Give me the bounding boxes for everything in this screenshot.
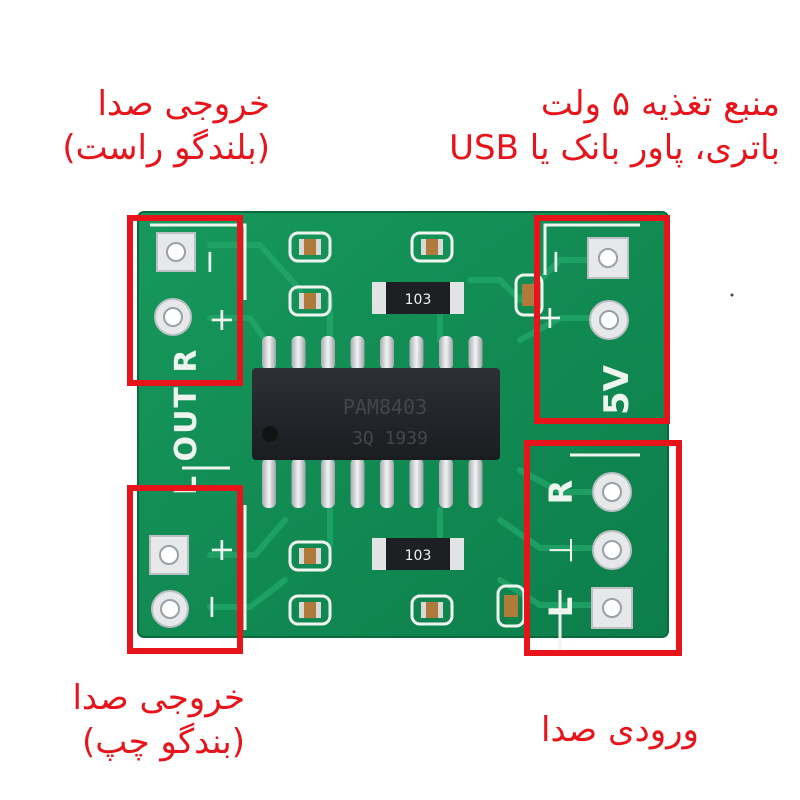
pad-input-r (592, 472, 632, 512)
silk-right-minus: − (190, 249, 228, 276)
pad-power-minus (587, 237, 629, 279)
chip-pin-bottom (468, 458, 483, 508)
capacitor-c6 (288, 594, 332, 626)
capacitor-c4 (514, 273, 544, 317)
chip-marking-2: 3Q 1939 (352, 428, 428, 449)
capacitor-c5 (288, 540, 332, 572)
silkscreen-text: L OUT R − + + − − + 5V R ⊥ L (169, 249, 637, 621)
smd-resistor-bottom: 103 (372, 538, 464, 570)
right-speaker-output-label: خروجی صدا (بلندگو راست) (20, 82, 270, 170)
silk-left-minus: − (192, 594, 230, 621)
capacitor-c7 (410, 594, 454, 626)
power-line1: منبع تغذیه ۵ ولت (540, 84, 780, 124)
pad-right-minus (156, 232, 196, 272)
capacitor-c1 (288, 231, 332, 263)
chip-pin-bottom (380, 458, 394, 508)
silk-power-5v: 5V (597, 364, 637, 415)
chip-pin-top (439, 336, 453, 370)
highlight-power-input (534, 215, 670, 424)
highlight-left-output (127, 485, 243, 654)
chip-pin-bottom (439, 458, 453, 508)
pad-input-l (591, 587, 633, 629)
pam8403-chip: PAM8403 3Q 1939 (252, 336, 500, 508)
chip-pin-bottom (321, 458, 335, 508)
left-output-line1: خروجی صدا (72, 678, 245, 718)
silk-power-minus: − (536, 249, 574, 276)
resistor-top-code: 103 (405, 292, 432, 308)
silk-input-r: R (542, 480, 580, 505)
right-output-line1: خروجی صدا (97, 84, 270, 124)
highlight-boxes (127, 215, 682, 656)
power-supply-label: منبع تغذیه ۵ ولت باتری، پاور بانک یا USB (360, 82, 780, 170)
highlight-audio-input (524, 440, 682, 656)
chip-pin-top (409, 336, 424, 370)
chip-pin-bottom (350, 458, 365, 508)
highlight-right-output (127, 215, 243, 386)
right-output-line2: (بلندگو راست) (62, 128, 270, 169)
chip-pin-top (380, 336, 394, 370)
input-line1: ورودی صدا (541, 710, 699, 750)
smd-resistor-top: 103 (372, 282, 464, 314)
smd-capacitors (288, 231, 544, 628)
silk-out-label: L OUT R (169, 348, 204, 495)
dust-speck (730, 293, 734, 297)
silk-input-ground: ⊥ (542, 536, 580, 564)
solder-pads (149, 232, 633, 629)
chip-pin-top (321, 336, 335, 370)
capacitor-c3 (410, 231, 454, 263)
left-speaker-output-label: خروجی صدا (بندگو چپ) (20, 676, 245, 764)
pad-left-minus (151, 590, 189, 628)
chip-pins-bottom (262, 458, 483, 508)
audio-input-label: ورودی صدا (520, 708, 720, 752)
pad-right-plus (154, 298, 192, 336)
chip-marking-1: PAM8403 (343, 395, 427, 419)
chip-pin-top (468, 336, 483, 370)
left-output-line2: (بندگو چپ) (81, 722, 245, 763)
pad-power-plus (589, 300, 629, 340)
silkscreen-lines (150, 223, 640, 650)
chip-pin-top (262, 336, 276, 370)
pad-input-ground (592, 530, 632, 570)
chip-pin-top (350, 336, 365, 370)
chip-pins-top (262, 336, 483, 370)
resistor-bottom-code: 103 (405, 548, 432, 564)
pad-left-plus (149, 535, 189, 575)
chip-pin-bottom (262, 458, 276, 508)
chip-pin1-dot (262, 426, 278, 442)
silk-left-plus: + (202, 537, 240, 564)
silk-input-l: L (542, 597, 580, 617)
chip-pin-top (291, 336, 306, 370)
silk-right-plus: + (202, 307, 240, 334)
chip-pin-bottom (291, 458, 306, 508)
chip-pin-bottom (409, 458, 424, 508)
capacitor-c2 (288, 285, 332, 317)
power-line2: باتری، پاور بانک یا USB (449, 128, 780, 169)
